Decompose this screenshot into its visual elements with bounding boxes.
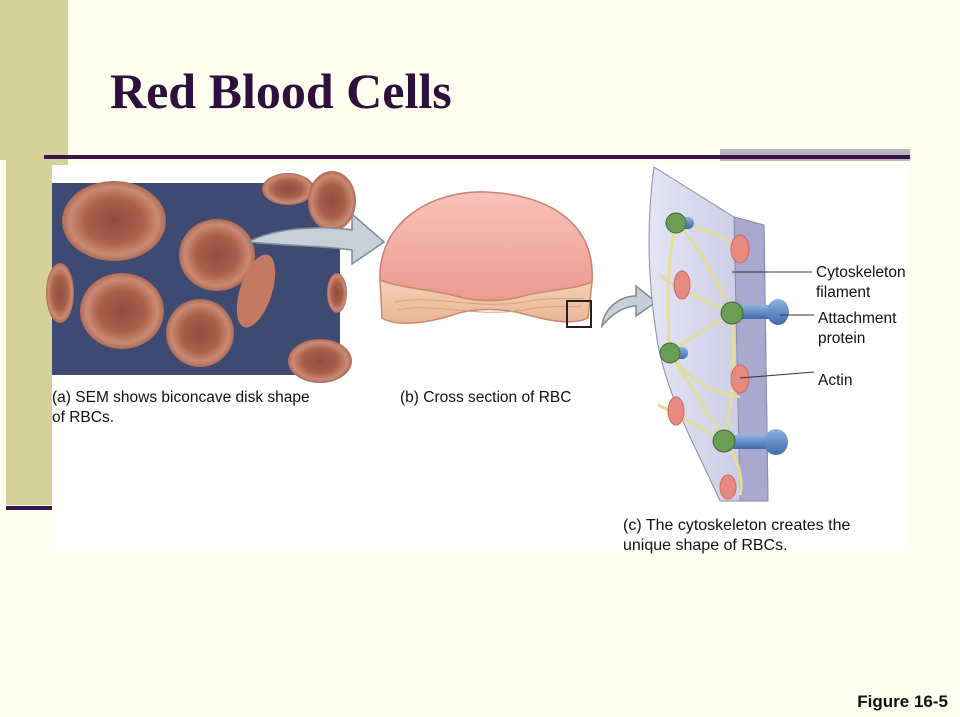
actin xyxy=(667,396,685,426)
title-rule xyxy=(44,155,910,159)
caption-b-text: Cross section of RBC xyxy=(423,389,572,406)
actin xyxy=(730,234,750,264)
callout-text: protein xyxy=(818,330,866,347)
attachment-protein xyxy=(728,435,772,449)
callout-text: Attachment xyxy=(818,310,897,327)
callout-attachment-protein: Attachment protein xyxy=(818,309,896,349)
caption-c-letter: (c) xyxy=(623,517,642,534)
caption-b: (b) Cross section of RBC xyxy=(400,388,571,408)
caption-c-text: The cytoskeleton creates the xyxy=(645,517,851,534)
attachment-protein xyxy=(767,299,789,325)
cytoskeleton-filament xyxy=(668,352,741,399)
callout-cytoskeleton-filament: Cytoskeleton filament xyxy=(816,263,906,303)
cytoskeleton-diagram xyxy=(648,166,789,502)
rbc-cell xyxy=(179,219,255,291)
rbc-cell xyxy=(80,273,164,349)
actin xyxy=(673,270,691,300)
callout-actin: Actin xyxy=(818,372,853,389)
rbc-cell xyxy=(46,263,74,323)
attachment-protein xyxy=(764,429,788,455)
caption-c: (c) The cytoskeleton creates the unique … xyxy=(623,516,850,556)
figure-label: Figure 16-5 xyxy=(857,692,948,711)
sem-image xyxy=(46,171,356,383)
caption-a-text-line2: of RBCs. xyxy=(52,409,115,426)
caption-a-text: SEM shows biconcave disk shape xyxy=(75,389,310,406)
rbc-cell xyxy=(327,273,347,313)
arrow-to-cross-section xyxy=(245,212,386,266)
callout-text: Cytoskeleton xyxy=(816,264,906,281)
callout-lines xyxy=(732,271,815,379)
rbc-cell xyxy=(166,299,234,367)
rbc-cell xyxy=(236,254,276,328)
slide-title: Red Blood Cells xyxy=(110,63,452,119)
sidebar-rule xyxy=(6,506,52,510)
cytoskeleton-filament xyxy=(666,222,678,354)
caption-a: (a) SEM shows biconcave disk shape of RB… xyxy=(52,388,310,428)
caption-c-text-line2: unique shape of RBCs. xyxy=(623,537,788,554)
zoom-box xyxy=(566,300,592,328)
attachment-protein xyxy=(736,305,776,319)
actin xyxy=(730,364,750,394)
callout-line-actin xyxy=(739,371,815,379)
caption-b-letter: (b) xyxy=(400,389,419,406)
rbc-cell xyxy=(308,171,356,231)
filament-node xyxy=(712,429,736,453)
filament-node xyxy=(659,342,681,364)
filament-node xyxy=(665,212,687,234)
rbc-cell xyxy=(262,173,314,205)
rbc-cross-section xyxy=(379,191,593,328)
rbc-cell xyxy=(288,339,352,383)
rbc-cell xyxy=(62,181,166,261)
caption-a-letter: (a) xyxy=(52,389,71,406)
callout-text: filament xyxy=(816,284,871,301)
actin xyxy=(719,474,737,500)
filament-node xyxy=(720,301,744,325)
